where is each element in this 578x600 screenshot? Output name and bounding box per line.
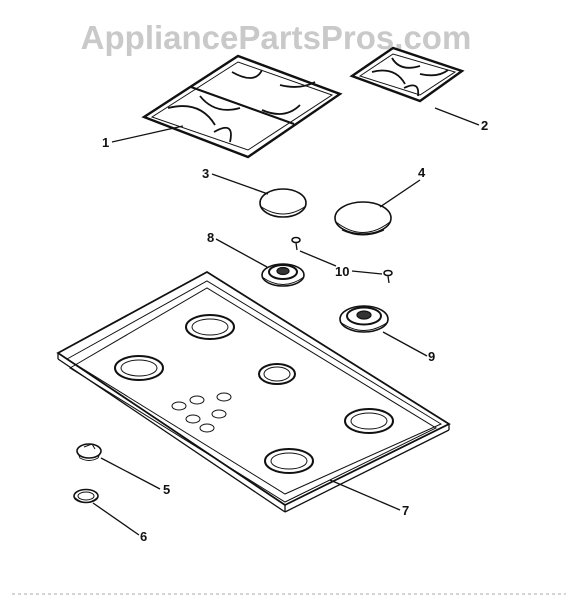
part-10-screw-lower[interactable] [383,269,393,284]
part-8-burner-base-small[interactable] [261,263,305,287]
part-6-knob-ring[interactable] [73,488,99,504]
callout-label-6: 6 [140,529,147,544]
callout-label-8: 8 [207,230,214,245]
callout-label-5: 5 [163,482,170,497]
callout-label-7: 7 [402,503,409,518]
callout-label-3: 3 [202,166,209,181]
part-7-main-cooktop[interactable] [56,270,451,513]
part-4-large-burner-cap[interactable] [334,201,392,236]
part-5-control-knob[interactable] [76,443,102,461]
callout-label-2: 2 [481,118,488,133]
callout-label-9: 9 [428,349,435,364]
callout-label-1: 1 [102,135,109,150]
part-10-screw-upper[interactable] [291,236,301,251]
part-9-burner-base-large[interactable] [339,305,389,333]
part-2-single-grate[interactable] [349,46,465,103]
part-1-double-grate[interactable] [141,54,343,159]
part-3-small-burner-cap[interactable] [259,188,307,218]
watermark-text: AppliancePartsPros.com [81,19,472,56]
callout-label-10: 10 [335,264,349,279]
callout-label-4: 4 [418,165,426,180]
